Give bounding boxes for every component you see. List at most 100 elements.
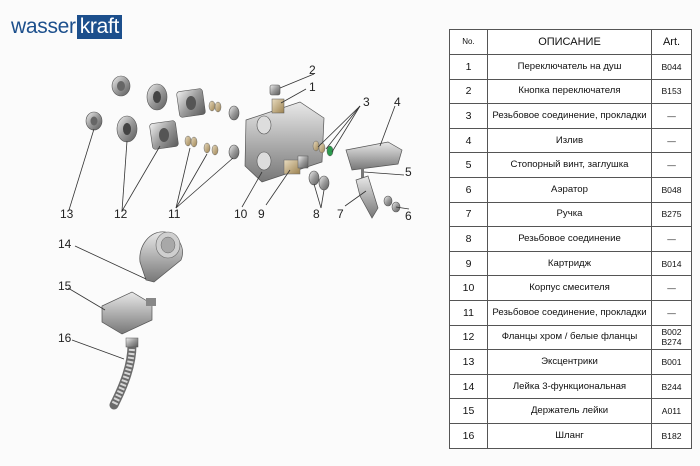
cell-no: 3 bbox=[449, 103, 488, 129]
cell-description: Ручка bbox=[487, 201, 652, 228]
cell-no: 1 bbox=[449, 54, 488, 80]
cell-no: 4 bbox=[449, 127, 488, 154]
cell-description: Лейка 3-функциональная bbox=[487, 373, 652, 400]
brand-logo-part2: kraft bbox=[76, 15, 123, 39]
part-16-hose bbox=[109, 337, 139, 410]
part-7-handle bbox=[355, 175, 379, 219]
callout-11: 11 bbox=[168, 207, 181, 221]
cell-description: Держатель лейки bbox=[487, 398, 652, 424]
callout-2: 2 bbox=[309, 63, 316, 77]
callout-3: 3 bbox=[363, 95, 370, 109]
cell-no: 8 bbox=[449, 226, 488, 252]
cell-art: — bbox=[651, 103, 692, 129]
cell-no: 14 bbox=[449, 373, 488, 400]
part-5-screw bbox=[361, 168, 364, 178]
cell-no: 13 bbox=[449, 349, 488, 375]
callout-14: 14 bbox=[58, 237, 72, 251]
cell-art: — bbox=[651, 299, 692, 326]
cell-no: 7 bbox=[449, 201, 488, 228]
part-15-holder bbox=[101, 291, 156, 335]
cell-no: 16 bbox=[449, 422, 488, 449]
part-3-threaded-connection bbox=[312, 140, 334, 157]
header-description: ОПИСАНИЕ bbox=[487, 29, 652, 55]
cell-description: Картридж bbox=[487, 250, 652, 277]
callout-10: 10 bbox=[234, 207, 248, 221]
cell-description: Корпус смесителя bbox=[487, 275, 652, 301]
part-8-threaded-connection bbox=[308, 170, 330, 191]
callout-4: 4 bbox=[394, 95, 401, 109]
callout-15: 15 bbox=[58, 279, 72, 293]
callout-8: 8 bbox=[313, 207, 320, 221]
callout-12: 12 bbox=[114, 207, 128, 221]
cell-art: B002 B274 bbox=[651, 324, 692, 351]
part-11-threaded-connections bbox=[184, 100, 240, 160]
part-1-2-diverter bbox=[269, 84, 285, 114]
cell-description: Эксцентрики bbox=[487, 349, 652, 375]
callout-7: 7 bbox=[337, 207, 344, 221]
part-9-cartridge bbox=[283, 155, 309, 175]
cell-description: Кнопка переключателя bbox=[487, 78, 652, 105]
cell-art: B275 bbox=[651, 201, 692, 228]
cell-art: — bbox=[651, 275, 692, 301]
part-4-spout bbox=[345, 141, 403, 171]
cell-art: B001 bbox=[651, 349, 692, 375]
cell-no: 9 bbox=[449, 250, 488, 277]
part-6-aerator bbox=[383, 195, 401, 213]
callout-1: 1 bbox=[309, 80, 316, 94]
cell-no: 2 bbox=[449, 78, 488, 105]
callout-13: 13 bbox=[60, 207, 74, 221]
parts-table-header: No. ОПИСАНИЕ Art. bbox=[449, 29, 692, 55]
cell-art: B182 bbox=[651, 422, 692, 449]
cell-no: 12 bbox=[449, 324, 488, 351]
cell-no: 10 bbox=[449, 275, 488, 301]
cell-description: Излив bbox=[487, 127, 652, 154]
cell-description: Переключатель на душ bbox=[487, 54, 652, 80]
callout-6: 6 bbox=[405, 209, 412, 223]
cell-description: Аэратор bbox=[487, 176, 652, 203]
part-14-shower-head bbox=[139, 231, 183, 283]
cell-art: — bbox=[651, 127, 692, 154]
cell-art: A011 bbox=[651, 398, 692, 424]
header-art: Art. bbox=[651, 29, 692, 55]
exploded-diagram: 2 1 3 4 5 6 7 8 9 10 11 12 13 14 15 16 bbox=[58, 63, 412, 410]
cell-art: B044 bbox=[651, 54, 692, 80]
cell-no: 6 bbox=[449, 176, 488, 203]
cell-art: — bbox=[651, 226, 692, 252]
cell-description: Резьбовое соединение, прокладки bbox=[487, 103, 652, 129]
cell-no: 5 bbox=[449, 152, 488, 178]
cell-no: 11 bbox=[449, 299, 488, 326]
callout-16: 16 bbox=[58, 331, 72, 345]
brand-logo-part1: wasser bbox=[11, 15, 76, 38]
cell-description: Резьбовое соединение bbox=[487, 226, 652, 252]
cell-description: Стопорный винт, заглушка bbox=[487, 152, 652, 178]
cell-art: B014 bbox=[651, 250, 692, 277]
callout-5: 5 bbox=[405, 165, 412, 179]
callout-9: 9 bbox=[258, 207, 265, 221]
cell-art: B244 bbox=[651, 373, 692, 400]
cell-description: Шланг bbox=[487, 422, 652, 449]
cell-description: Фланцы хром / белые фланцы bbox=[487, 324, 652, 351]
cell-description: Резьбовое соединение, прокладки bbox=[487, 299, 652, 326]
cell-art: B153 bbox=[651, 78, 692, 105]
header-no: No. bbox=[449, 29, 488, 55]
